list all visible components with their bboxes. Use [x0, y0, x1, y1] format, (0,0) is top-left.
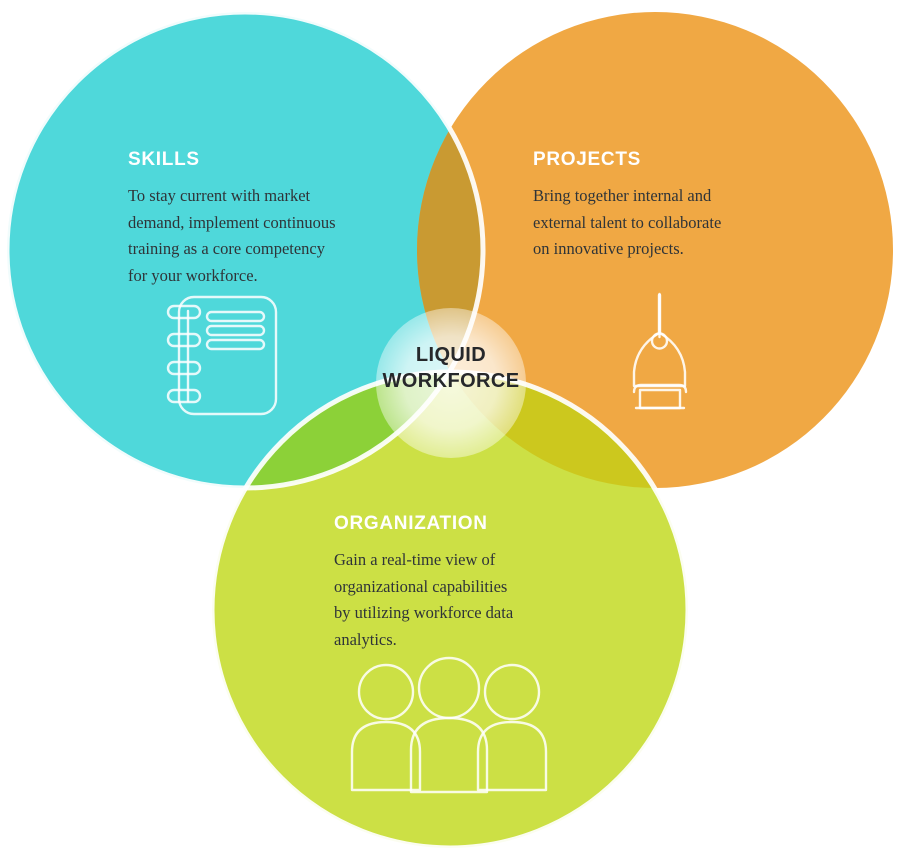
organization-text-block: ORGANIZATION Gain a real-time view of or… — [334, 514, 604, 654]
center-label: LIQUID WORKFORCE — [382, 344, 520, 393]
projects-text-block: PROJECTS Bring together internal and ext… — [533, 150, 803, 263]
people-group-icon — [350, 656, 548, 794]
projects-title: PROJECTS — [533, 149, 642, 170]
circle-skills[interactable] — [7, 12, 483, 488]
projects-body: Bring together internal and external tal… — [533, 186, 722, 259]
circle-projects[interactable] — [417, 12, 893, 488]
skills-body: To stay current with market demand, impl… — [128, 186, 336, 286]
skills-text-block: SKILLS To stay current with market deman… — [128, 150, 418, 290]
notebook-icon — [166, 295, 278, 416]
center-highlight-disc — [376, 308, 526, 458]
skills-title: SKILLS — [128, 149, 200, 170]
pen-nib-icon — [632, 292, 688, 410]
organization-body: Gain a real-time view of organizational … — [334, 550, 514, 650]
circle-organization[interactable] — [212, 372, 688, 848]
organization-title: ORGANIZATION — [334, 513, 488, 534]
